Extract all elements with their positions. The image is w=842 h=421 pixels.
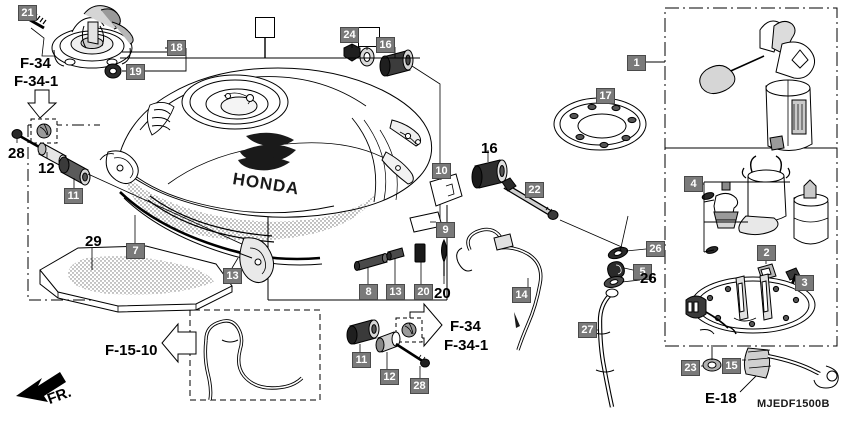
- leader-26-5: [559, 215, 647, 283]
- callout-5[interactable]: 5: [633, 264, 652, 280]
- callout-11[interactable]: 11: [64, 188, 83, 204]
- callout-9[interactable]: 9: [436, 222, 455, 238]
- part-29-tank-pad: [39, 245, 233, 313]
- callout-3[interactable]: 3: [795, 275, 814, 291]
- part-bottom-hose: [203, 319, 304, 401]
- callout-20[interactable]: 20: [414, 284, 433, 300]
- part-4-filter-cup: [793, 179, 829, 245]
- part-13b-clip: [386, 247, 405, 261]
- part-1-pump-flange-plate: [690, 273, 816, 334]
- callout-26[interactable]: 26: [646, 241, 665, 257]
- leader-13a: [231, 257, 239, 269]
- callout-21[interactable]: 21: [18, 5, 37, 21]
- part-1-pump-canister: [765, 79, 813, 151]
- callout-13[interactable]: 13: [386, 284, 405, 300]
- part-7-tank-cushion-rail: [119, 191, 323, 266]
- arrow-f34-up: [26, 89, 58, 119]
- part-8-rubber-strip: [353, 253, 389, 271]
- part-13-tank-bracket: [235, 237, 274, 283]
- reference-code-f-34-1[interactable]: F-34-1: [444, 337, 489, 354]
- part-f34-detail-icon: [36, 123, 52, 139]
- tank-front-mount: [99, 150, 139, 184]
- plain-number-28: 28: [8, 145, 25, 162]
- callout-19[interactable]: 19: [126, 64, 145, 80]
- part-25-washer: [359, 47, 375, 67]
- tank-vent-lines: [147, 102, 175, 136]
- blank-callout-box-top: [255, 17, 275, 38]
- reference-code-e-18[interactable]: E-18: [705, 390, 737, 407]
- part-f34-detail-box: [30, 118, 58, 144]
- plain-number-12: 12: [38, 160, 55, 177]
- part-15-fuel-hose-outlet: [743, 347, 839, 389]
- leader-e18: [739, 375, 757, 393]
- callout-4[interactable]: 4: [684, 176, 703, 192]
- callout-14[interactable]: 14: [512, 287, 531, 303]
- callout-24[interactable]: 24: [340, 27, 359, 43]
- reference-code-f-15-10[interactable]: F-15-10: [105, 342, 158, 359]
- callout-18[interactable]: 18: [167, 40, 186, 56]
- tank-rear-bracket: [381, 119, 422, 185]
- leader-8-13-20: [367, 258, 445, 284]
- callout-16[interactable]: 16: [376, 37, 395, 53]
- part-11-bushing-left: [58, 156, 91, 186]
- part-27-drain-hose: [591, 288, 619, 408]
- callout-23[interactable]: 23: [681, 360, 700, 376]
- part-1-fuel-level-sender: [699, 20, 816, 94]
- tank-filler-opening: [181, 74, 289, 130]
- part-19-seal-ring: [104, 63, 122, 79]
- hose-group-boundary: [189, 309, 321, 401]
- leader-28-12-left: [16, 139, 48, 158]
- callout-22[interactable]: 22: [525, 182, 544, 198]
- diagram-part-number: MJEDF1500B: [757, 398, 830, 410]
- reference-code-f-34-1[interactable]: F-34-1: [14, 73, 59, 90]
- plain-number-26: 26: [640, 270, 657, 287]
- part-20b-pin: [441, 238, 447, 276]
- callout-15[interactable]: 15: [722, 358, 741, 374]
- part-4-pump-filter: [738, 155, 791, 236]
- part-18-fuel-cap-assembly: [51, 5, 134, 69]
- callout-1[interactable]: 1: [627, 55, 646, 71]
- part-16-bushing-top: [379, 49, 414, 77]
- callout-2[interactable]: 2: [757, 245, 776, 261]
- callout-7[interactable]: 7: [126, 243, 145, 259]
- part-17-pump-gasket-plate: [553, 97, 647, 151]
- plain-number-16: 16: [481, 140, 498, 157]
- part-14-fuel-hose: [456, 227, 543, 351]
- leader-24-25-16: [351, 44, 396, 58]
- part-12b-collar: [375, 331, 401, 353]
- callout-27[interactable]: 27: [578, 322, 597, 338]
- part-22-long-bolt: [501, 177, 559, 220]
- callout-12[interactable]: 12: [380, 369, 399, 385]
- part-f34-detail-icon-2: [401, 322, 417, 338]
- part-connector-plug: [685, 295, 737, 335]
- part-28b-bolt: [395, 342, 430, 368]
- callout-10[interactable]: 10: [432, 163, 451, 179]
- callout-28[interactable]: 28: [410, 378, 429, 394]
- arrow-f15-10-left: [161, 322, 197, 364]
- fr-arrow: [16, 372, 66, 402]
- part-12-collar-left: [37, 142, 68, 168]
- reference-code-f-34[interactable]: F-34: [20, 55, 51, 72]
- callout-17[interactable]: 17: [596, 88, 615, 104]
- honda-wing-emblem: [238, 132, 296, 171]
- callout-11[interactable]: 11: [352, 352, 371, 368]
- part-11b-bushing: [346, 319, 380, 345]
- part-5-clamp: [607, 261, 625, 279]
- part-26b-clip: [603, 276, 625, 288]
- plain-number-20: 20: [434, 285, 451, 302]
- part-16-bushing-mid: [471, 159, 508, 189]
- callout-13[interactable]: 13: [223, 268, 242, 284]
- part-26a-clip: [607, 246, 629, 260]
- part-4-regulator: [713, 181, 739, 229]
- part-23-seal: [702, 345, 722, 372]
- part-20-grommet: [414, 243, 426, 263]
- callout-8[interactable]: 8: [359, 284, 378, 300]
- reference-code-f-34[interactable]: F-34: [450, 318, 481, 335]
- fuel-pump-group-boundary: [664, 7, 838, 347]
- plain-number-29: 29: [85, 233, 102, 250]
